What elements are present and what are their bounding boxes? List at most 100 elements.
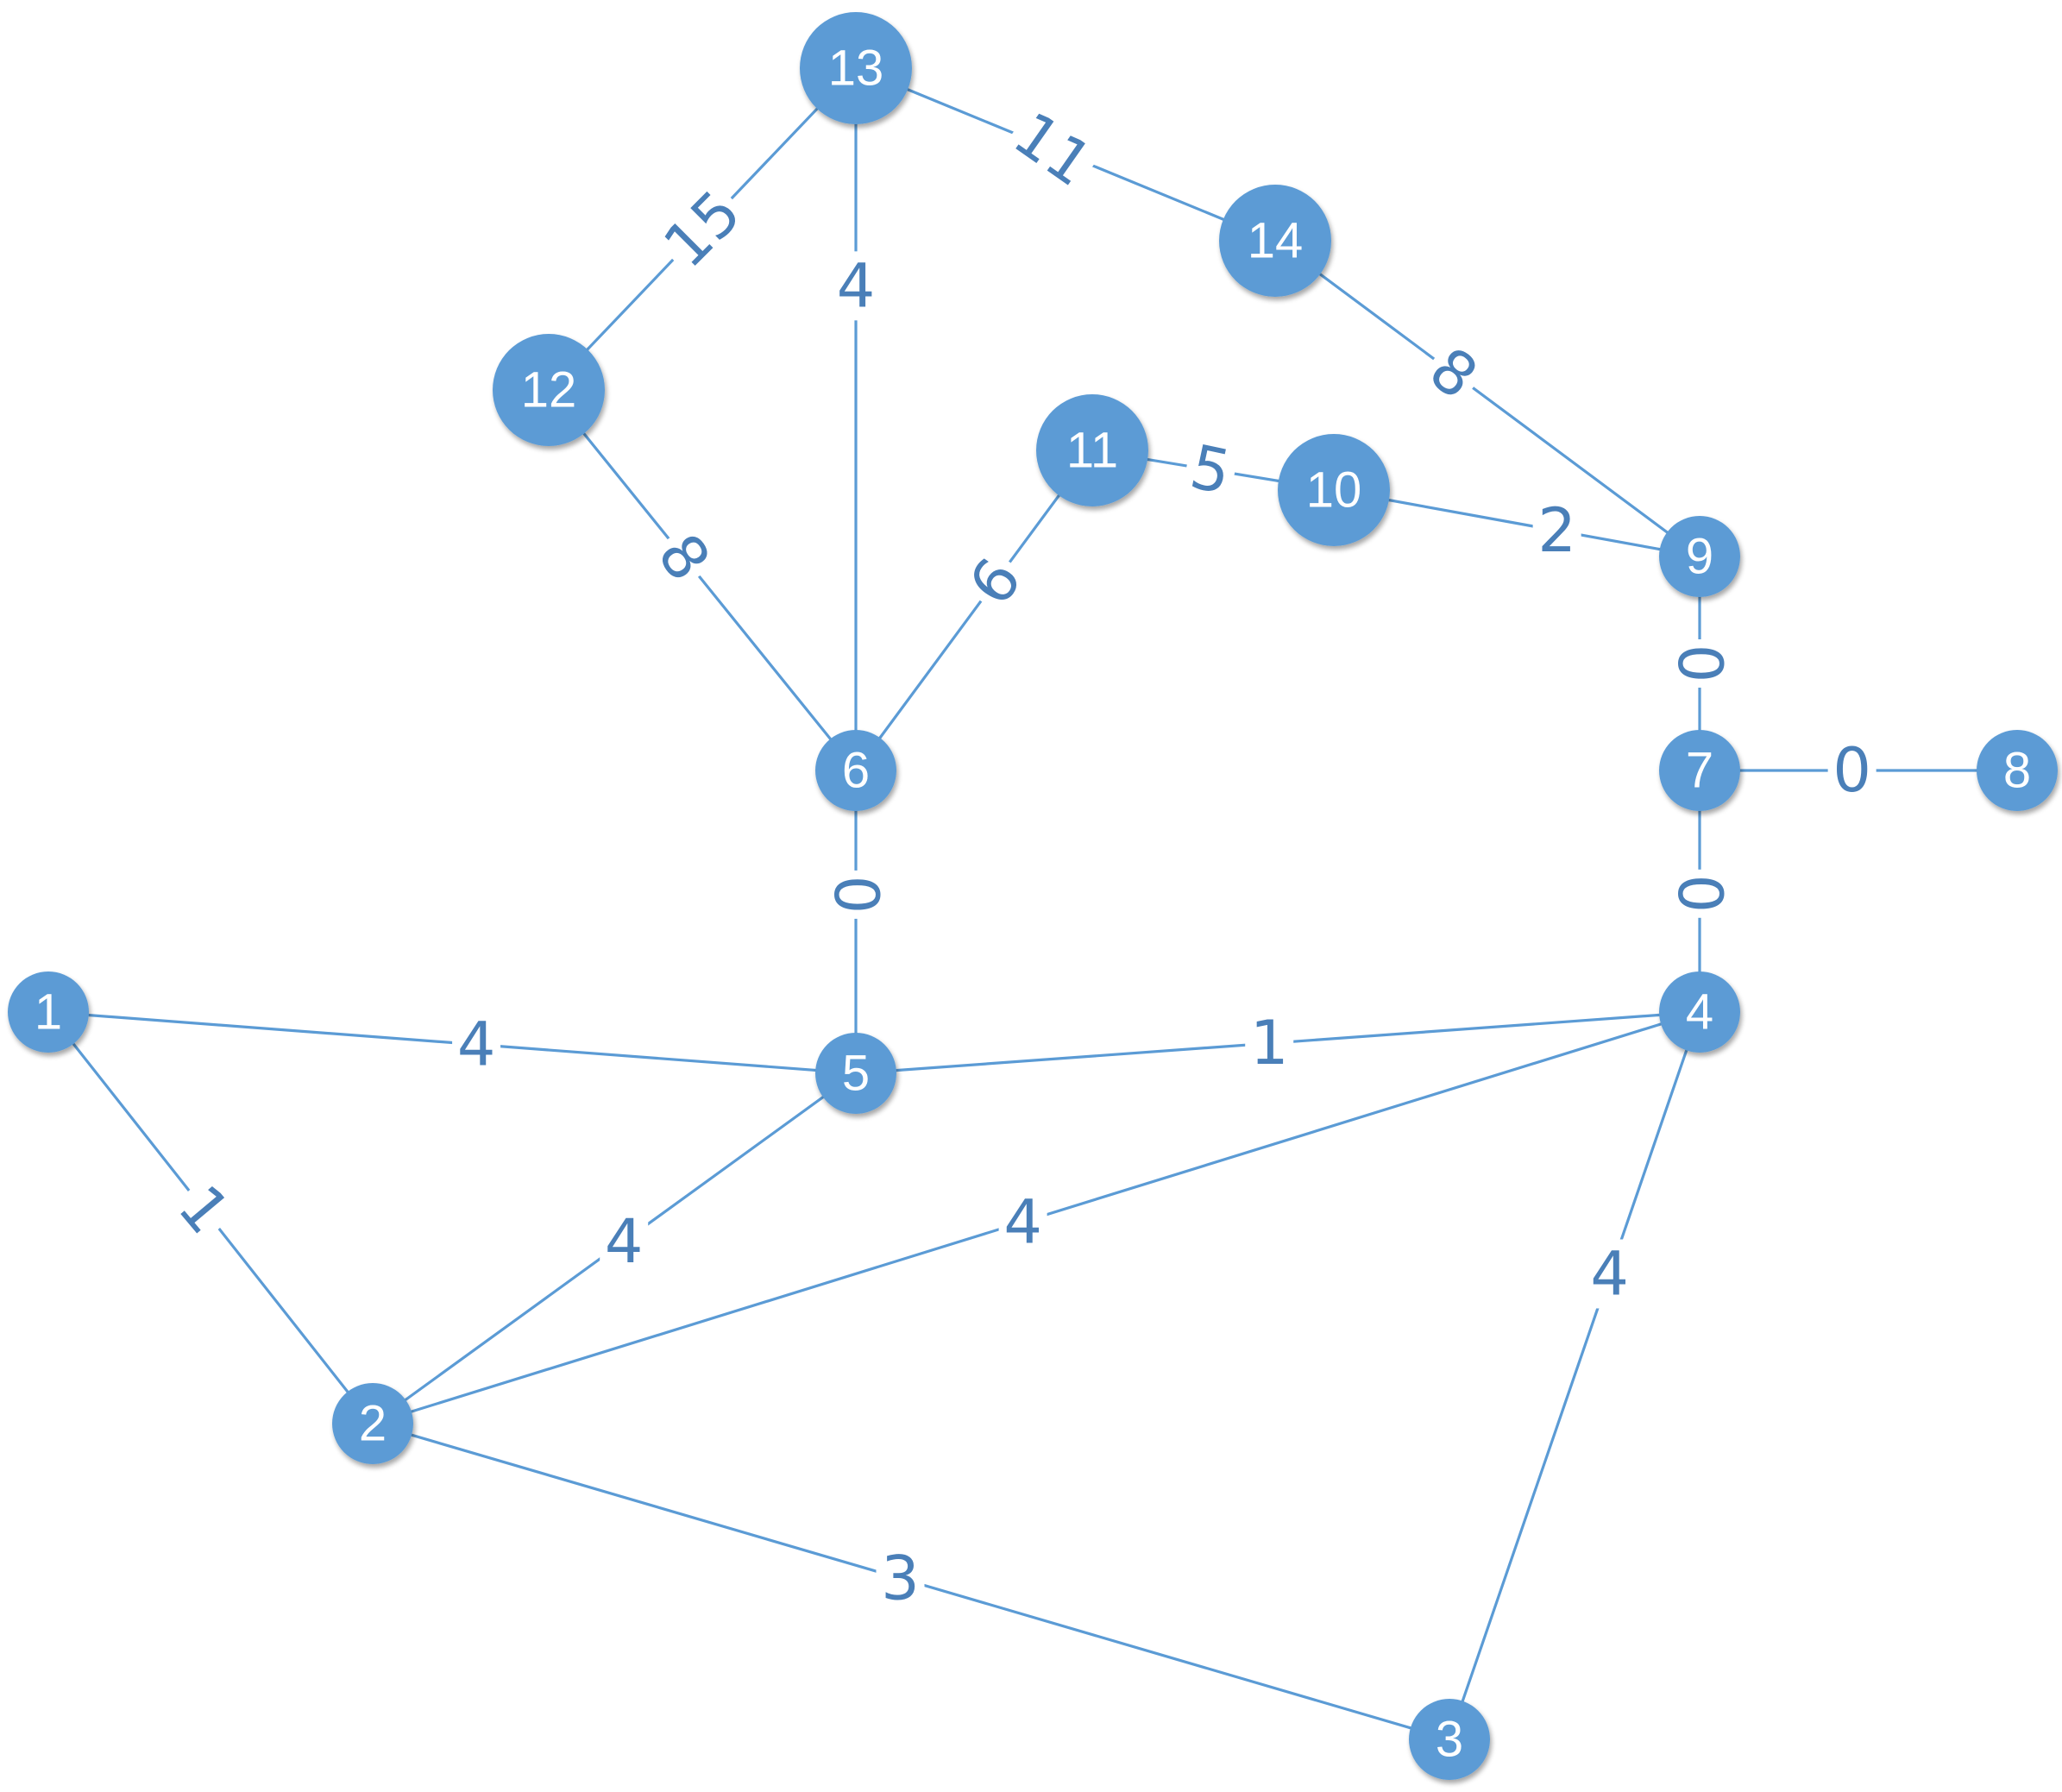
node-9: 9	[1659, 516, 1740, 597]
node-label-3: 3	[1436, 1712, 1463, 1768]
node-circle-2	[332, 1383, 413, 1464]
node-11: 11	[1036, 394, 1148, 506]
edge-label-group-6-11: 6	[952, 542, 1038, 621]
edge-label-group-11-10: 5	[1179, 431, 1242, 509]
node-2: 2	[332, 1383, 413, 1464]
node-circle-13	[800, 12, 912, 124]
node-circle-14	[1219, 185, 1331, 297]
node-3: 3	[1409, 1699, 1490, 1780]
edge-weight-2-3: 3	[881, 1543, 920, 1613]
node-13: 13	[800, 12, 912, 124]
edge-label-group-5-6: 0	[820, 870, 891, 919]
node-6: 6	[815, 730, 896, 811]
edge-label-background	[600, 1206, 649, 1276]
node-label-11: 11	[1066, 423, 1118, 479]
node-7: 7	[1659, 730, 1740, 811]
edge-10-9	[1333, 488, 1701, 558]
edge-label-group-5-4: 1	[1245, 1008, 1294, 1078]
edge-label-group-1-2: 1	[161, 1168, 247, 1251]
node-circle-7	[1659, 730, 1740, 811]
edge-weight-6-13: 4	[837, 250, 876, 321]
edge-weight-5-2: 4	[605, 1206, 644, 1277]
node-label-9: 9	[1686, 529, 1713, 585]
edge-label-group-2-3: 3	[876, 1543, 925, 1613]
edge-label-group-13-14: 11	[998, 97, 1108, 202]
edge-weight-9-7: 0	[1664, 644, 1735, 683]
edge-label-background	[998, 1187, 1047, 1257]
edge-label-group-5-2: 4	[600, 1206, 649, 1277]
node-label-2: 2	[359, 1396, 387, 1452]
edge-weight-1-5: 4	[457, 1009, 496, 1080]
edge-label-background	[641, 518, 726, 597]
edge-weight-4-3: 4	[1590, 1238, 1629, 1309]
edge-label-group-1-5: 4	[452, 1009, 501, 1080]
node-label-12: 12	[521, 362, 577, 418]
edge-1-5	[47, 1010, 857, 1075]
node-label-6: 6	[842, 743, 870, 799]
node-12: 12	[493, 334, 605, 446]
node-label-14: 14	[1248, 213, 1304, 269]
edge-label-group-4-3: 4	[1585, 1238, 1634, 1309]
node-label-5: 5	[842, 1046, 870, 1102]
node-8: 8	[1977, 730, 2058, 811]
edge-label-background	[1412, 330, 1494, 416]
edge-label-background	[876, 1544, 925, 1613]
edge-label-background	[1827, 736, 1877, 805]
node-circle-12	[493, 334, 605, 446]
edge-weight-5-4: 1	[1250, 1008, 1289, 1078]
edge-label-group-2-4: 4	[998, 1186, 1047, 1257]
node-circle-6	[815, 730, 896, 811]
node-label-7: 7	[1686, 743, 1713, 799]
edge-weight-7-8: 0	[1833, 735, 1871, 806]
node-circle-8	[1977, 730, 2058, 811]
edge-label-group-12-6: 8	[641, 518, 726, 597]
node-label-1: 1	[35, 984, 62, 1041]
node-label-10: 10	[1306, 462, 1362, 519]
edge-4-3	[1448, 1011, 1701, 1740]
node-circle-9	[1659, 516, 1740, 597]
edge-weight-10-9: 2	[1537, 495, 1576, 566]
edge-label-background	[821, 870, 890, 919]
edge-label-background	[1179, 431, 1242, 509]
edge-label-background	[452, 1009, 501, 1079]
node-1: 1	[8, 971, 89, 1053]
edge-label-group-7-8: 0	[1827, 735, 1877, 806]
node-circle-4	[1659, 971, 1740, 1053]
edge-label-background	[161, 1168, 247, 1251]
node-4: 4	[1659, 971, 1740, 1053]
edge-label-background	[648, 174, 757, 284]
edge-weight-2-4: 4	[1003, 1186, 1042, 1257]
edge-label-background	[1532, 495, 1581, 565]
node-circle-10	[1278, 434, 1390, 546]
node-label-13: 13	[828, 41, 884, 97]
edge-label-group-14-9: 8	[1412, 330, 1494, 416]
node-circle-3	[1409, 1699, 1490, 1780]
edge-14-9	[1274, 239, 1701, 558]
edge-label-background	[1585, 1239, 1634, 1309]
edge-label-background	[952, 542, 1038, 621]
edge-label-group-6-13: 4	[832, 250, 880, 321]
edge-label-background	[998, 97, 1108, 202]
node-14: 14	[1219, 185, 1331, 297]
node-circle-1	[8, 971, 89, 1053]
edge-weight-7-4: 0	[1664, 875, 1735, 914]
edge-label-group-7-4: 0	[1664, 869, 1735, 918]
edge-label-background	[1665, 639, 1734, 688]
node-label-8: 8	[2003, 743, 2031, 799]
edge-weight-13-14: 11	[1001, 98, 1104, 200]
edge-6-11	[854, 450, 1094, 771]
edge-label-background	[1665, 869, 1734, 918]
edge-weight-5-6: 0	[820, 876, 891, 915]
edge-12-6	[547, 388, 858, 772]
node-5: 5	[815, 1033, 896, 1114]
node-circle-11	[1036, 394, 1148, 506]
edge-label-background	[1245, 1009, 1294, 1078]
node-10: 10	[1278, 434, 1390, 546]
edge-label-group-10-9: 2	[1532, 495, 1581, 566]
node-circle-5	[815, 1033, 896, 1114]
edge-label-background	[832, 251, 880, 321]
node-label-4: 4	[1686, 984, 1713, 1041]
